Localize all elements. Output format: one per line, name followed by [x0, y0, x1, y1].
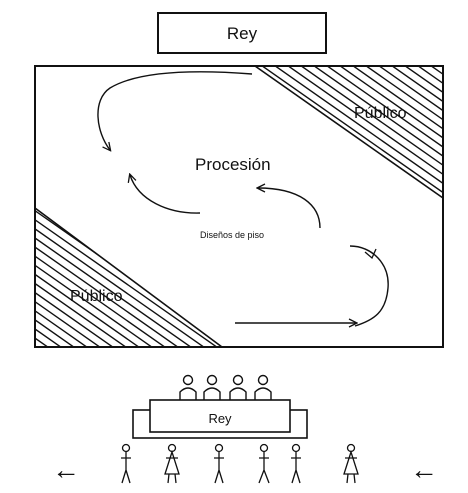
audience-label-bottom: Público [70, 288, 123, 305]
walking-figure-icon [121, 443, 131, 484]
floor-path-right-arc-head [364, 248, 377, 260]
hatch-line [323, 66, 443, 198]
hatch-line [35, 208, 222, 347]
procession-label: Procesión [195, 155, 271, 174]
hatch-line [255, 66, 443, 198]
floor-path-top-arc [97, 71, 253, 150]
stage-rectangle [34, 65, 444, 348]
hatch-line [255, 66, 443, 198]
hatch-line [297, 66, 443, 198]
direction-arrow-left-icon: ← [52, 454, 80, 485]
king-label-top: Rey [226, 23, 258, 43]
king-box-bottom [149, 399, 291, 433]
seated-figure-icon [229, 374, 247, 400]
walking-figure-icon [214, 443, 224, 484]
hatch-line [255, 66, 443, 198]
hatch-line [440, 66, 443, 198]
hatch-line [35, 208, 222, 347]
hatch-line [35, 208, 222, 347]
hatch-line [271, 66, 443, 198]
direction-arrow-right-icon: ← [410, 454, 438, 485]
floor-path-center-arc [258, 188, 321, 229]
seated-figure-icon [203, 374, 221, 400]
hatch-line [255, 66, 443, 198]
hatch-line [401, 66, 443, 198]
walking-figure-icon [258, 443, 270, 484]
seated-figure-icon [254, 374, 272, 400]
procession-figures [121, 443, 359, 484]
hatch-line [427, 66, 443, 198]
floor-path-right-arc [349, 245, 389, 327]
dancer-figure-icon [164, 443, 180, 484]
hatch-line [284, 66, 443, 198]
king-label-bottom: Rey [208, 410, 232, 426]
walking-figure-icon [291, 443, 301, 484]
dancer-figure-icon [343, 443, 359, 484]
seated-figures [179, 374, 272, 400]
hatch-line [255, 66, 443, 198]
king-box-top [157, 12, 327, 54]
seated-figure-icon [179, 374, 197, 400]
floor-path-left-arc [130, 175, 201, 214]
hatch-line [255, 66, 443, 198]
floor-designs-label: Diseños de piso [200, 230, 265, 240]
hatch-line [258, 66, 443, 198]
hatch-line [255, 66, 443, 198]
audience-label-top: Público [354, 105, 407, 122]
hatch-line [349, 66, 443, 198]
hatch-line [310, 66, 443, 198]
